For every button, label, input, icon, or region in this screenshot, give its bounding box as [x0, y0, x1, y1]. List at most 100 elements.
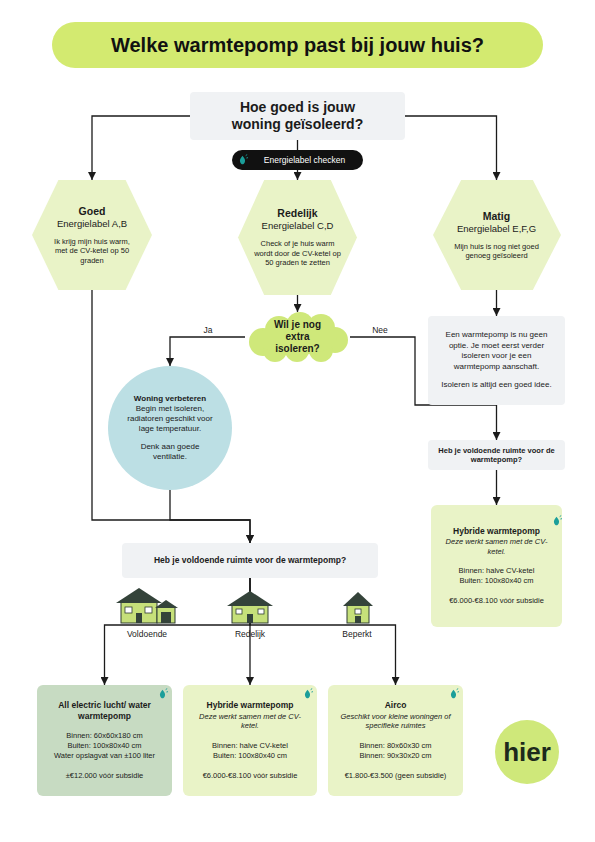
house-roof: [116, 588, 162, 603]
flow-connector: [105, 578, 251, 685]
house-small: [343, 592, 373, 623]
card-spec: Binnen: 90x30x20 cm: [359, 751, 431, 761]
pump-icon: [240, 155, 248, 165]
logo-circle: hier: [495, 720, 559, 784]
card-title: Hybride warmtepomp: [207, 700, 294, 711]
card-spec: Binnen: halve CV-ketel: [459, 566, 535, 576]
card-price: €1.800-€3.500 (geen subsidie): [345, 771, 447, 781]
flow-connector: [92, 290, 250, 543]
card-price: ±€12.000 vóór subsidie: [66, 771, 144, 781]
house-large: [116, 588, 178, 623]
house-wall: [347, 604, 369, 623]
energy-label: Energielabel E,F,G: [457, 223, 536, 235]
card-spec: Binnen: 80x60x30 cm: [359, 741, 431, 751]
level-heading: Matig: [483, 210, 510, 223]
level-description: Check of je huis warm wordt door de CV-k…: [254, 239, 341, 268]
house-garage: [161, 612, 171, 623]
house-window: [145, 607, 152, 613]
level-description: Mijn huis is nog niet goed genoeg geïsol…: [449, 242, 545, 261]
logo-text: hier: [503, 738, 551, 766]
level-hexagon: GoedEnergielabel A,B Ik krijg mijn huis w…: [32, 180, 152, 290]
question-text: Heb je voldoende ruimte voor de warmtepo…: [436, 446, 557, 465]
note-text: Een warmtepomp is nu geen optie. Je moet…: [438, 330, 555, 372]
house-door: [355, 616, 361, 623]
house-roof: [227, 591, 273, 606]
house-door: [136, 613, 142, 623]
level-hexagon-outline: [433, 180, 561, 290]
branch-label: Beperkt: [342, 629, 371, 639]
card-spec: Binnen: halve CV-ketel: [212, 741, 288, 751]
hexagon-shape: [32, 180, 152, 290]
house-window: [355, 609, 361, 614]
question-text: Heb je voldoende ruimte voor de warmtepo…: [154, 555, 346, 566]
branch-label: Nee: [372, 325, 388, 335]
note-text: Isoleren is altijd een goed idee.: [441, 380, 551, 391]
pump-icon: [554, 516, 562, 526]
question-box: Heb je voldoende ruimte voor de warmtepo…: [122, 543, 378, 578]
advice-text: Begin met isoleren, radiatoren geschikt …: [124, 404, 216, 434]
house-roof: [155, 600, 178, 608]
decision-cloud: Wil je nog extra isoleren?: [245, 312, 350, 362]
hexagon-shape: [238, 180, 357, 295]
card-subtitle: Deze werkt samen met de CV-ketel.: [441, 537, 552, 556]
card-price: €6.000-€8.100 vóór subsidie: [449, 596, 544, 606]
flow-connector: [496, 290, 497, 316]
question-box: Heb je voldoende ruimte voor de warmtepo…: [428, 440, 565, 470]
branch-label: Voldoende: [127, 629, 167, 639]
cloud-shape: [249, 312, 348, 362]
flow-connector: [297, 170, 298, 180]
branch-label: Redelijk: [235, 629, 265, 639]
level-description: Ik krijg mijn huis warm, met de CV-ketel…: [48, 237, 136, 266]
advice-circle: Woning verbeterenBegin met isoleren, rad…: [108, 366, 232, 490]
result-card: Hybride warmtepompDeze werkt samen met d…: [183, 685, 317, 796]
card-spec: Buiten: 100x80x40 cm: [213, 751, 287, 761]
card-spec: Binnen: 60x60x180 cm: [66, 731, 142, 741]
house-annex: [157, 607, 175, 623]
card-spec: Water opslagvat van ±100 liter: [54, 751, 155, 761]
card-title: All electric lucht/ water warmtepomp: [45, 700, 164, 721]
question-text: Hoe goed is jouw woning geïsoleerd?: [220, 99, 375, 133]
card-price: €6.000-€8.100 vóór subsidie: [203, 771, 298, 781]
decision-text: Wil je nog extra isoleren?: [263, 319, 332, 355]
result-card: All electric lucht/ water warmtepompBinn…: [37, 685, 172, 796]
energy-label: Energielabel C,D: [262, 220, 334, 232]
flow-connector: [297, 295, 298, 312]
pump-icon: [160, 689, 168, 699]
house-window: [236, 609, 242, 614]
card-title: Airco: [385, 700, 407, 711]
house-window: [258, 609, 264, 614]
result-card: AircoGeschikt voor kleine woningen of sp…: [328, 685, 463, 796]
title-band: Welke warmtepomp past bij jouw huis?: [52, 22, 543, 68]
energy-label: Energielabel A,B: [57, 218, 127, 230]
flow-connector: [170, 490, 250, 543]
button-text: Energielabel checken: [264, 155, 345, 165]
check-button: Energielabel checken: [232, 150, 363, 170]
question-box: Hoe goed is jouw woning geïsoleerd?: [190, 92, 405, 140]
level-hexagon-outline: [238, 180, 357, 295]
circle-shape: [495, 720, 559, 784]
flow-connector: [405, 116, 497, 180]
level-hexagon-outline: [32, 180, 152, 290]
branch-label: Ja: [204, 325, 213, 335]
flow-connector: [496, 470, 497, 505]
result-card: Hybride warmtepompDeze werkt samen met d…: [431, 505, 562, 627]
house-window: [125, 607, 132, 613]
level-heading: Goed: [79, 205, 106, 218]
card-subtitle: Deze werkt samen met de CV-ketel.: [191, 712, 309, 731]
flow-connector: [250, 578, 396, 685]
house-door: [247, 614, 253, 623]
flow-connector: [170, 337, 245, 366]
house-wall: [121, 601, 157, 623]
title-text: Welke warmtepomp past bij jouw huis?: [111, 34, 484, 57]
advice-heading: Woning verbeteren: [134, 394, 206, 404]
house-medium: [227, 591, 273, 623]
pump-icon: [451, 689, 459, 699]
house-roof: [343, 592, 373, 606]
advice-text: Denk aan goede ventilatie.: [124, 442, 216, 462]
pump-icon: [305, 689, 313, 699]
card-subtitle: Geschikt voor kleine woningen of specifi…: [336, 712, 455, 731]
level-hexagon: MatigEnergielabel E,F,G Mijn huis is nog …: [433, 180, 561, 290]
